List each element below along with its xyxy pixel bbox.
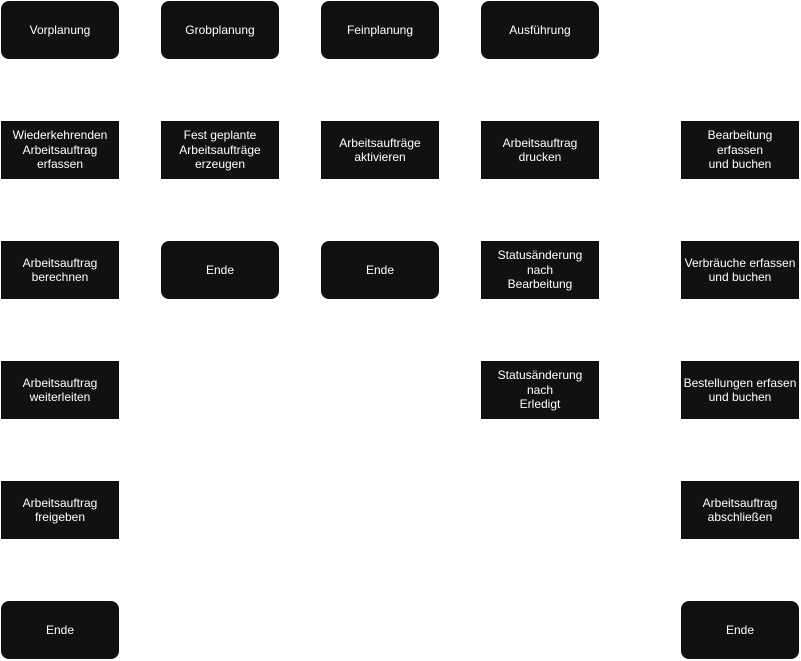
header-vorplanung: Vorplanung — [1, 1, 119, 59]
step-bearbeitung-erfassen-buchen: Bearbeitung erfassen und buchen — [681, 121, 799, 179]
end-abschluss: Ende — [681, 601, 799, 659]
step-arbeitsauftraege-aktivieren: Arbeitsaufträge aktivieren — [321, 121, 439, 179]
step-wiederkehrenden-arbeitsauftrag-erfassen: Wiederkehrenden Arbeitsauftrag erfassen — [1, 121, 119, 179]
step-arbeitsauftrag-weiterleiten: Arbeitsauftrag weiterleiten — [1, 361, 119, 419]
end-grobplanung: Ende — [161, 241, 279, 299]
step-bestellungen-erfassen-buchen: Bestellungen erfasen und buchen — [681, 361, 799, 419]
step-statusaenderung-bearbeitung: Statusänderung nach Bearbeitung — [481, 241, 599, 299]
step-arbeitsauftrag-drucken: Arbeitsauftrag drucken — [481, 121, 599, 179]
header-ausfuehrung: Ausführung — [481, 1, 599, 59]
step-verbraeuche-erfassen-buchen: Verbräuche erfassen und buchen — [681, 241, 799, 299]
step-arbeitsauftrag-freigeben: Arbeitsauftrag freigeben — [1, 481, 119, 539]
step-arbeitsauftrag-abschliessen: Arbeitsauftrag abschließen — [681, 481, 799, 539]
step-arbeitsauftrag-berechnen: Arbeitsauftrag berechnen — [1, 241, 119, 299]
header-grobplanung: Grobplanung — [161, 1, 279, 59]
step-statusaenderung-erledigt: Statusänderung nach Erledigt — [481, 361, 599, 419]
header-feinplanung: Feinplanung — [321, 1, 439, 59]
step-fest-geplante-arbeitsauftraege-erzeugen: Fest geplante Arbeitsaufträge erzeugen — [161, 121, 279, 179]
end-vorplanung: Ende — [1, 601, 119, 659]
end-feinplanung: Ende — [321, 241, 439, 299]
